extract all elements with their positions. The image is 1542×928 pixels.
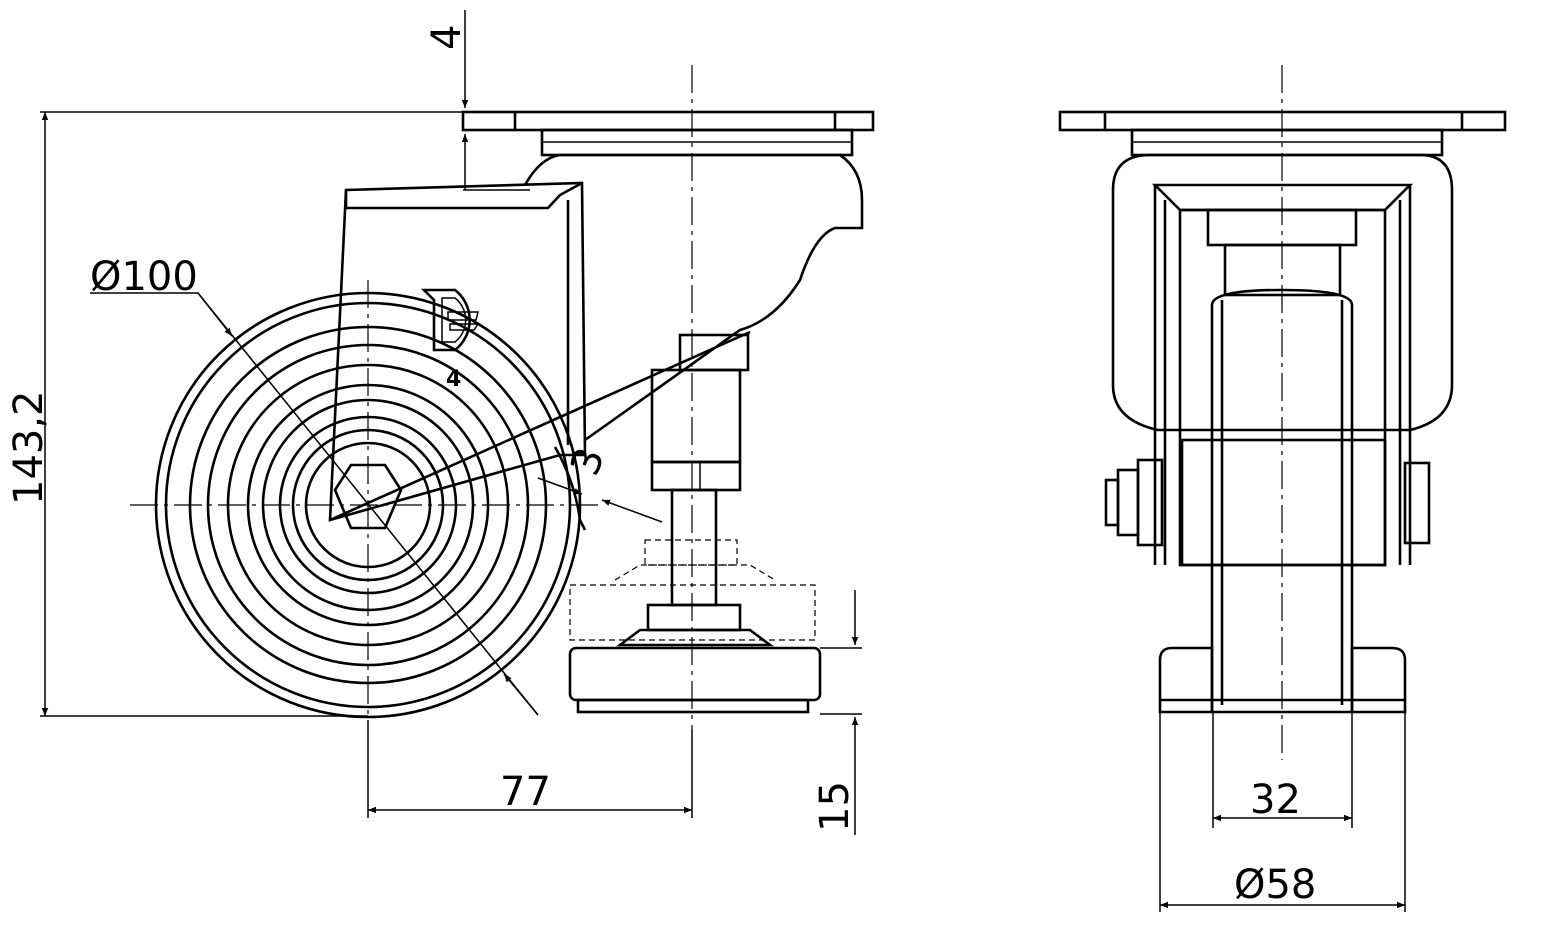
- fork: [328, 181, 587, 522]
- front-wheel: [1210, 288, 1354, 714]
- wheel-width-dim: 32: [1250, 777, 1301, 823]
- swivel-offset-dim: 77: [500, 769, 551, 815]
- overall-height-dim: 143,2: [6, 390, 52, 505]
- axle-nut-left: [1136, 458, 1164, 547]
- logo-label: 4: [446, 367, 461, 392]
- leveling-foot: [568, 333, 822, 714]
- front-fork: [1111, 153, 1454, 432]
- top-plate: [461, 110, 875, 132]
- axle-nut: [333, 463, 403, 530]
- hub-length-dim: Ø58: [1234, 862, 1316, 908]
- front-view: 32 Ø58: [1058, 65, 1507, 912]
- foot-clearance-dim: 15: [812, 781, 858, 832]
- front-hub: [1180, 438, 1387, 567]
- front-foot: [1158, 646, 1407, 714]
- plate-thickness-dim: 4: [424, 25, 470, 50]
- wheel-side: [154, 291, 587, 719]
- side-view: 4 143,2 4 Ø100 3 77 15: [6, 10, 875, 835]
- axle-nut-right: [1403, 461, 1431, 545]
- brand-logo: [420, 288, 480, 352]
